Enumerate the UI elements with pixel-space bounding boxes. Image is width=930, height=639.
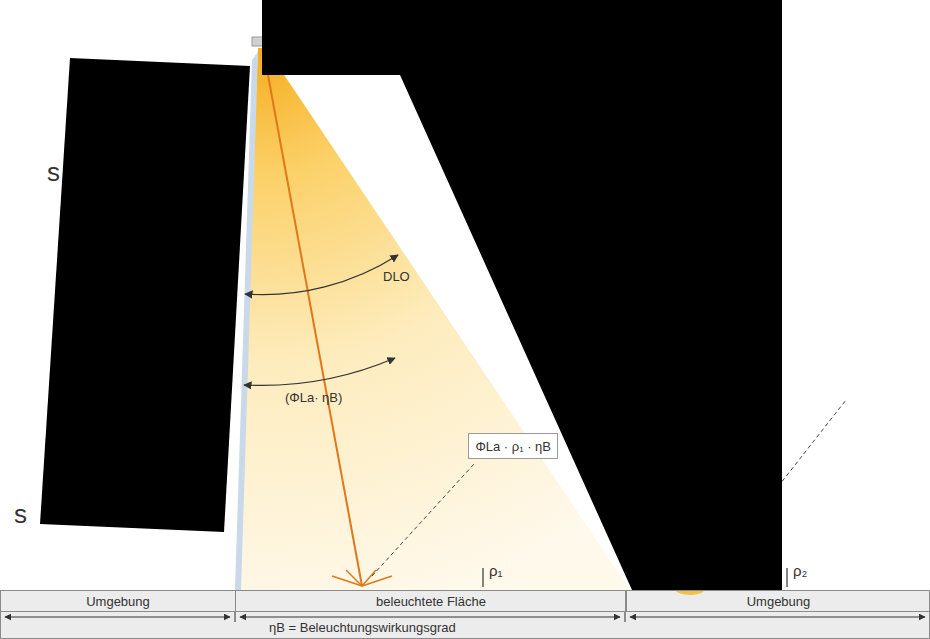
node-text: beleuchtete Fläche bbox=[376, 594, 486, 609]
reflectance-tick bbox=[786, 568, 787, 587]
reflectance-tick bbox=[482, 568, 483, 587]
surround-area: Umgebung bbox=[0, 590, 236, 612]
angle-label: DLO bbox=[383, 270, 410, 284]
angle-arc bbox=[244, 358, 395, 385]
node-text: Umgebung bbox=[747, 594, 811, 609]
letter-fragment: s bbox=[47, 158, 60, 187]
flux-label: (ΦLa· ηB) bbox=[285, 391, 342, 405]
lit-area: beleuchtete Fläche bbox=[235, 590, 627, 612]
efficiency-band: ηB = Beleuchtungswirkungsgrad Umgebung bel… bbox=[0, 590, 930, 639]
letter-fragment: s bbox=[14, 500, 27, 529]
surround-area: Umgebung bbox=[625, 590, 930, 612]
reflected-ray bbox=[372, 464, 474, 576]
light-ray bbox=[263, 48, 362, 586]
redaction-block bbox=[40, 58, 250, 532]
reflection-fan bbox=[332, 570, 392, 586]
ground-band bbox=[0, 590, 930, 639]
reflectance-label: ρ₂ bbox=[793, 563, 807, 580]
dimension-arrows bbox=[5, 611, 925, 622]
node-text: Umgebung bbox=[86, 594, 150, 609]
node-text: ηB = Beleuchtungswirkungsgrad bbox=[269, 620, 456, 635]
angle-arc bbox=[245, 255, 398, 295]
node-text: ΦLa · ρ₁ · ηB bbox=[475, 439, 551, 454]
redaction-block bbox=[262, 0, 782, 590]
reflectance-label: ρ₁ bbox=[489, 563, 503, 580]
flux-box: ΦLa · ρ₁ · ηB bbox=[468, 433, 558, 459]
